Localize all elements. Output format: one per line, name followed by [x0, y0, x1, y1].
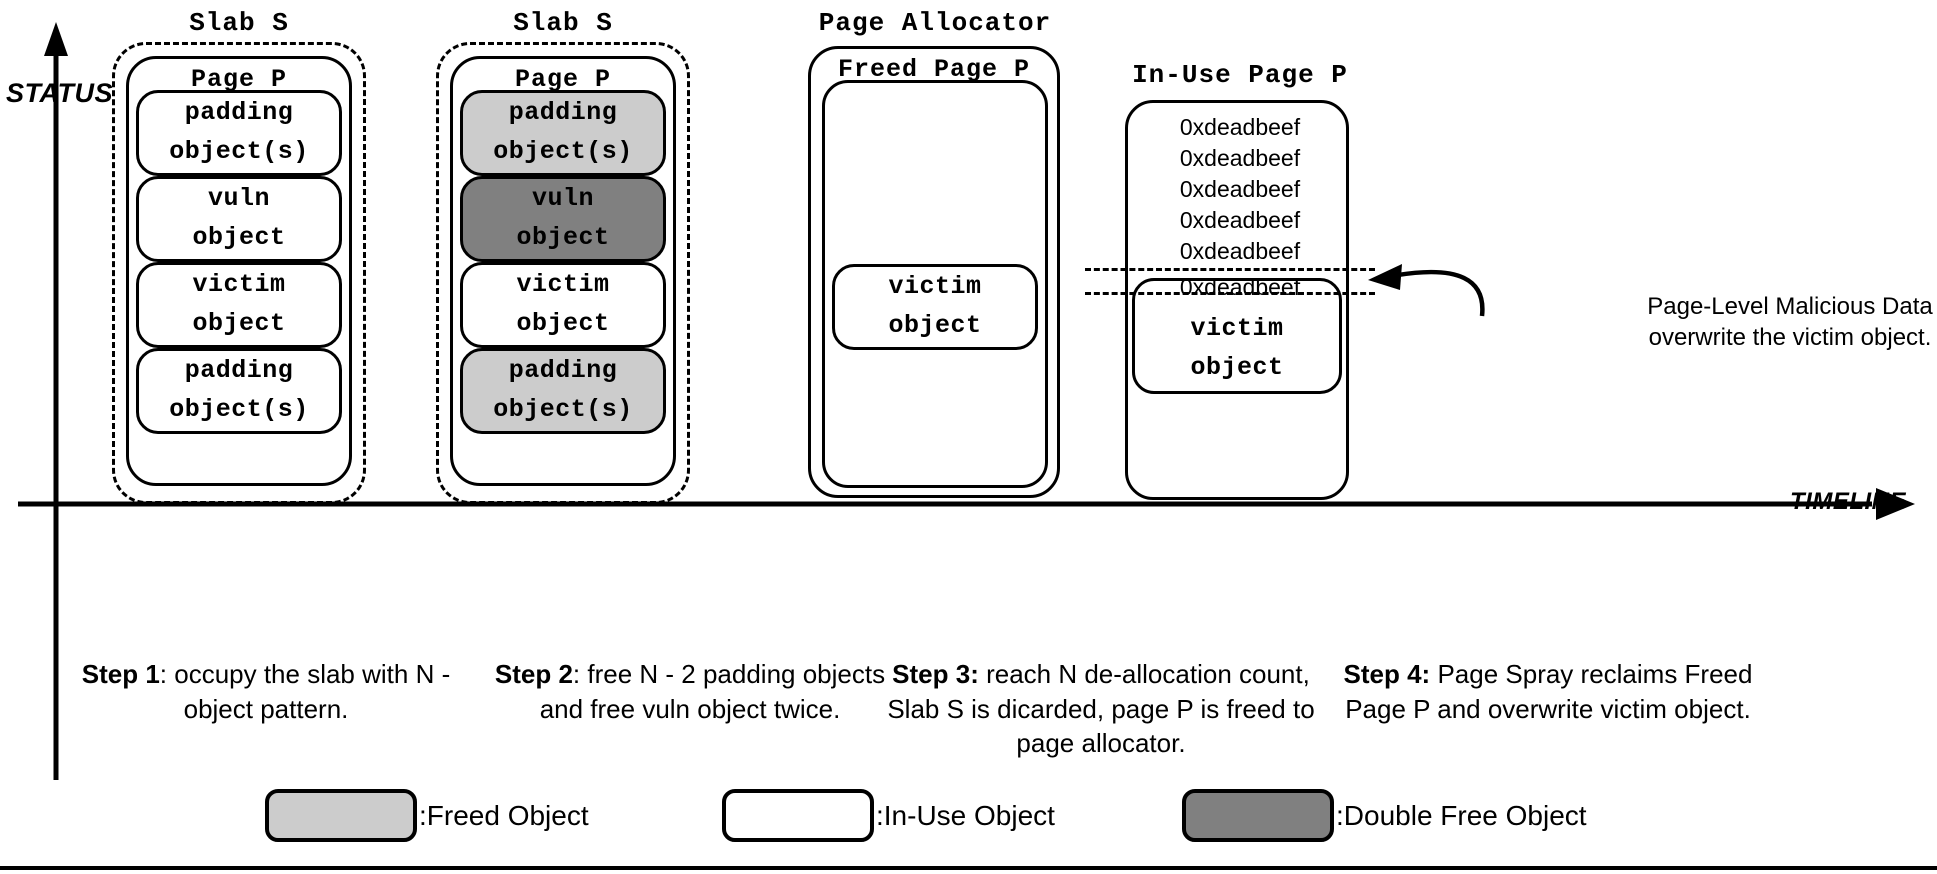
spray-value: 0xdeadbeef	[1179, 114, 1301, 140]
object-line-1: vuln	[531, 184, 594, 214]
overwrite-annotation: Page-Level Malicious Data overwrite the …	[1647, 293, 1933, 351]
object-line-1: victim	[1190, 314, 1284, 344]
x-axis-label: TIMELINE	[1790, 488, 1906, 515]
legend-item-doublefree: :Double Free Object	[1182, 789, 1587, 842]
bottom-rule	[0, 866, 1937, 870]
spray-value: 0xdeadbeef	[1179, 238, 1301, 264]
object-block[interactable]: victim object	[832, 264, 1038, 350]
object-line-2: object(s)	[493, 395, 633, 424]
slab-title-1: Slab S	[189, 8, 289, 38]
caption-step1-bold: Step 1	[81, 659, 160, 689]
object-line-2: object	[516, 223, 610, 252]
object-block[interactable]: victim object	[460, 262, 666, 348]
object-line-1: padding	[184, 356, 294, 386]
object-line-2: object	[192, 223, 286, 252]
spray-value: 0xdeadbeef	[1179, 145, 1301, 171]
column-step1: Slab S Page P padding object(s) vuln obj…	[108, 8, 370, 508]
caption-step1-rest: : occupy the slab with N - object patter…	[159, 659, 451, 724]
spray-value: 0xdeadbeef	[1179, 207, 1301, 233]
object-line-2: object(s)	[169, 137, 309, 166]
legend-label-freed: :Freed Object	[419, 799, 589, 831]
object-line-1: victim	[516, 270, 610, 300]
caption-step4: Step 4: Page Spray reclaims Freed Page P…	[1330, 657, 1766, 726]
object-block[interactable]: vuln object	[136, 176, 342, 262]
object-line-2: object(s)	[169, 395, 309, 424]
object-block[interactable]: victim object	[1132, 278, 1342, 394]
legend-swatch-inuse	[722, 789, 874, 842]
object-block[interactable]: padding object(s)	[136, 348, 342, 434]
caption-step3-bold: Step 3:	[892, 659, 979, 689]
page-boundary-4	[1125, 100, 1349, 500]
page-title-3: Freed Page P	[837, 55, 1031, 84]
caption-step2-rest: : free N - 2 padding objects and free vu…	[539, 659, 886, 724]
page-title-1: Page P	[190, 65, 287, 94]
legend-label-inuse: :In-Use Object	[876, 799, 1055, 831]
caption-step3: Step 3: reach N de-allocation count, Sla…	[885, 657, 1317, 761]
object-block[interactable]: victim object	[136, 262, 342, 348]
spray-value: 0xdeadbeef	[1179, 176, 1301, 202]
object-block[interactable]: padding object(s)	[460, 348, 666, 434]
object-line-1: padding	[508, 98, 618, 128]
column-step2: Slab S Page P padding object(s) vuln obj…	[432, 8, 694, 508]
allocator-title: Page Allocator	[818, 8, 1052, 38]
object-block[interactable]: vuln object	[460, 176, 666, 262]
caption-step2: Step 2: free N - 2 padding objects and f…	[490, 657, 890, 726]
object-block[interactable]: padding object(s)	[136, 90, 342, 176]
object-block[interactable]: padding object(s)	[460, 90, 666, 176]
object-line-1: vuln	[207, 184, 270, 214]
overwrite-arrow-icon	[1368, 264, 1485, 317]
object-line-2: object(s)	[493, 137, 633, 166]
slab-boundary-1	[112, 42, 366, 504]
legend-label-doublefree: :Double Free Object	[1336, 799, 1587, 831]
legend-swatch-doublefree	[1182, 789, 1334, 842]
legend-item-freed: :Freed Object	[265, 789, 589, 842]
object-line-2: object	[1190, 353, 1284, 382]
overwrite-marker-top	[1085, 268, 1375, 271]
slab-boundary-2	[436, 42, 690, 504]
caption-step3-rest: reach N de-allocation count, Slab S is d…	[887, 659, 1315, 759]
object-line-1: padding	[508, 356, 618, 386]
object-line-1: padding	[184, 98, 294, 128]
legend-item-inuse: :In-Use Object	[722, 789, 1055, 842]
object-line-2: object	[516, 309, 610, 338]
page-title-4: In-Use Page P	[1132, 60, 1348, 90]
object-line-2: object	[888, 311, 982, 340]
caption-step4-rest: Page Spray reclaims Freed Page P and ove…	[1345, 659, 1753, 724]
overwrite-marker-bottom	[1085, 292, 1375, 295]
caption-step1: Step 1: occupy the slab with N - object …	[66, 657, 466, 726]
legend: :Freed Object :In-Use Object :Double Fre…	[0, 789, 1937, 851]
column-step4: In-Use Page P 0xdeadbeef 0xdeadbeef 0xde…	[1110, 50, 1370, 510]
column-step3: Page Allocator Freed Page P victim objec…	[790, 8, 1080, 508]
page-title-2: Page P	[514, 65, 611, 94]
object-line-2: object	[192, 309, 286, 338]
caption-step4-bold: Step 4:	[1343, 659, 1431, 689]
slab-title-2: Slab S	[513, 8, 613, 38]
y-axis-label: STATUS	[6, 78, 113, 108]
caption-step2-bold: Step 2	[494, 659, 573, 689]
object-line-1: victim	[888, 272, 982, 302]
legend-swatch-freed	[265, 789, 417, 842]
object-line-1: victim	[192, 270, 286, 300]
